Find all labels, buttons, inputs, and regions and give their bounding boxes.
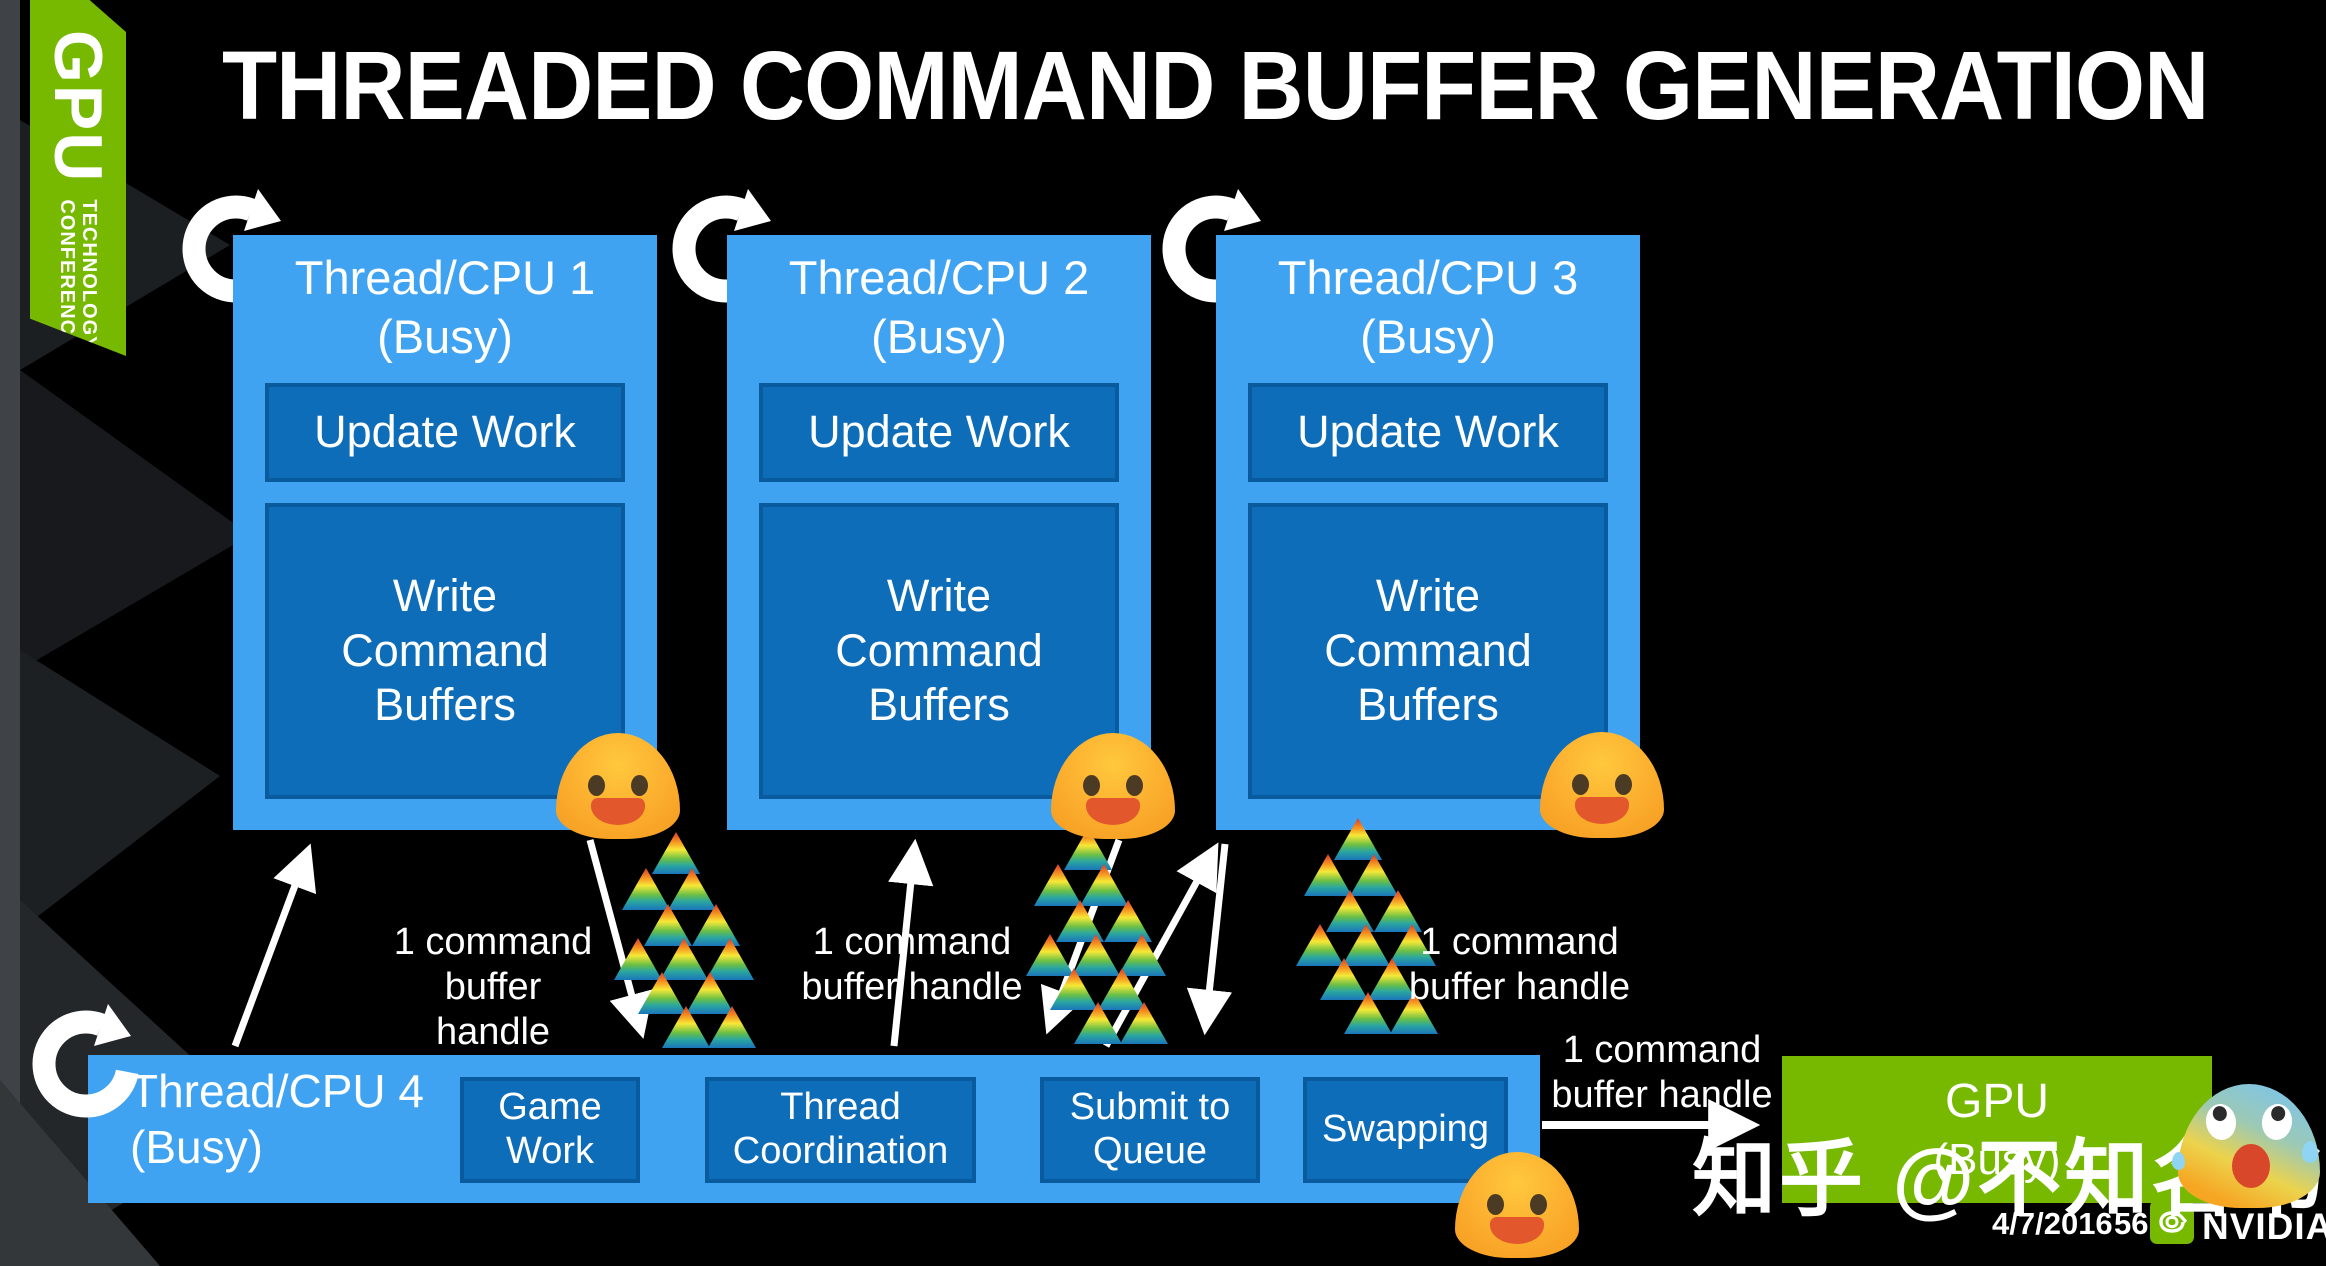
thread-cpu-4-bar: Thread/CPU 4 (Busy) Game Work Thread Coo… (88, 1055, 1540, 1203)
task-write-command-buffers: Write Command Buffers (265, 503, 625, 799)
task-thread-coordination: Thread Coordination (705, 1077, 976, 1183)
triangle-icon (1034, 864, 1082, 906)
triangle-icon (622, 868, 670, 910)
gpu-state: (Busy) (1933, 1135, 2061, 1184)
triangle-icon (668, 868, 716, 910)
thread-cpu-1-box: Thread/CPU 1 (Busy) Update Work Write Co… (233, 235, 657, 830)
gtc-brand-text: GPU (40, 30, 116, 184)
thread-title: Thread/CPU 3 (Busy) (1216, 235, 1640, 367)
task-game-work: Game Work (460, 1077, 640, 1183)
triangle-icon (1304, 854, 1352, 896)
bar-state: (Busy) (130, 1121, 263, 1174)
thread-state: (Busy) (377, 309, 513, 363)
thread-cpu-2-box: Thread/CPU 2 (Busy) Update Work Write Co… (727, 235, 1151, 830)
refresh-icon (672, 189, 780, 303)
thread-title: Thread/CPU 2 (Busy) (727, 235, 1151, 367)
arrow-bar-to-thread1 (231, 843, 317, 1048)
thread-state: (Busy) (1360, 309, 1496, 363)
refresh-icon (32, 1004, 140, 1118)
gpu-box: GPU (Busy) (1782, 1056, 2212, 1203)
left-edge-strip (0, 0, 20, 1266)
triangle-icon (1334, 818, 1382, 860)
gtc-ribbon: GPU TECHNOLOGY CONFERENCE (30, 0, 126, 356)
gpu-title: GPU (1944, 1075, 2049, 1128)
page-title: THREADED COMMAND BUFFER GENERATION (222, 31, 2209, 140)
smiley-emoji (1051, 733, 1175, 839)
triangle-icon (1104, 900, 1152, 942)
handle-label: 1 command buffer handle (1408, 921, 1631, 1008)
slide-page-number: 56 (2114, 1206, 2149, 1241)
task-update-work: Update Work (1248, 383, 1608, 482)
triangle-icon (652, 832, 700, 874)
gtc-subtitle: TECHNOLOGY CONFERENCE (56, 199, 101, 351)
bar-title: Thread/CPU 4 (Busy) (130, 1063, 424, 1175)
command-buffer-triangle-stack-icon (600, 832, 760, 1052)
nvidia-logo-icon (2150, 1200, 2194, 1244)
triangle-icon (692, 904, 740, 946)
task-submit-to-queue: Submit to Queue (1040, 1077, 1260, 1183)
command-buffer-triangle-stack-icon (1012, 828, 1172, 1048)
command-buffer-triangle-stack-icon (1282, 818, 1442, 1038)
background-facet (20, 650, 220, 930)
task-update-work: Update Work (265, 383, 625, 482)
triangle-icon (1350, 854, 1398, 896)
nvidia-wordmark: NVIDIA. (2202, 1206, 2326, 1247)
task-swapping: Swapping (1303, 1077, 1508, 1183)
slide-date: 4/7/2016 (1992, 1206, 2113, 1241)
task-write-command-buffers: Write Command Buffers (759, 503, 1119, 799)
task-write-command-buffers: Write Command Buffers (1248, 503, 1608, 799)
arrow-thread3-to-bar (1186, 843, 1233, 1036)
scared-sweat-emoji (2172, 1084, 2320, 1208)
triangle-icon (1080, 864, 1128, 906)
thread-state: (Busy) (871, 309, 1007, 363)
thread-title: Thread/CPU 1 (Busy) (233, 235, 657, 367)
thread-cpu-3-box: Thread/CPU 3 (Busy) Update Work Write Co… (1216, 235, 1640, 830)
background-facet (20, 370, 250, 670)
handle-label: 1 command buffer handle (801, 921, 1023, 1008)
handle-label: 1 command buffer handle (393, 921, 593, 1053)
handle-label: 1 command buffer handle (1551, 1029, 1773, 1116)
task-update-work: Update Work (759, 383, 1119, 482)
